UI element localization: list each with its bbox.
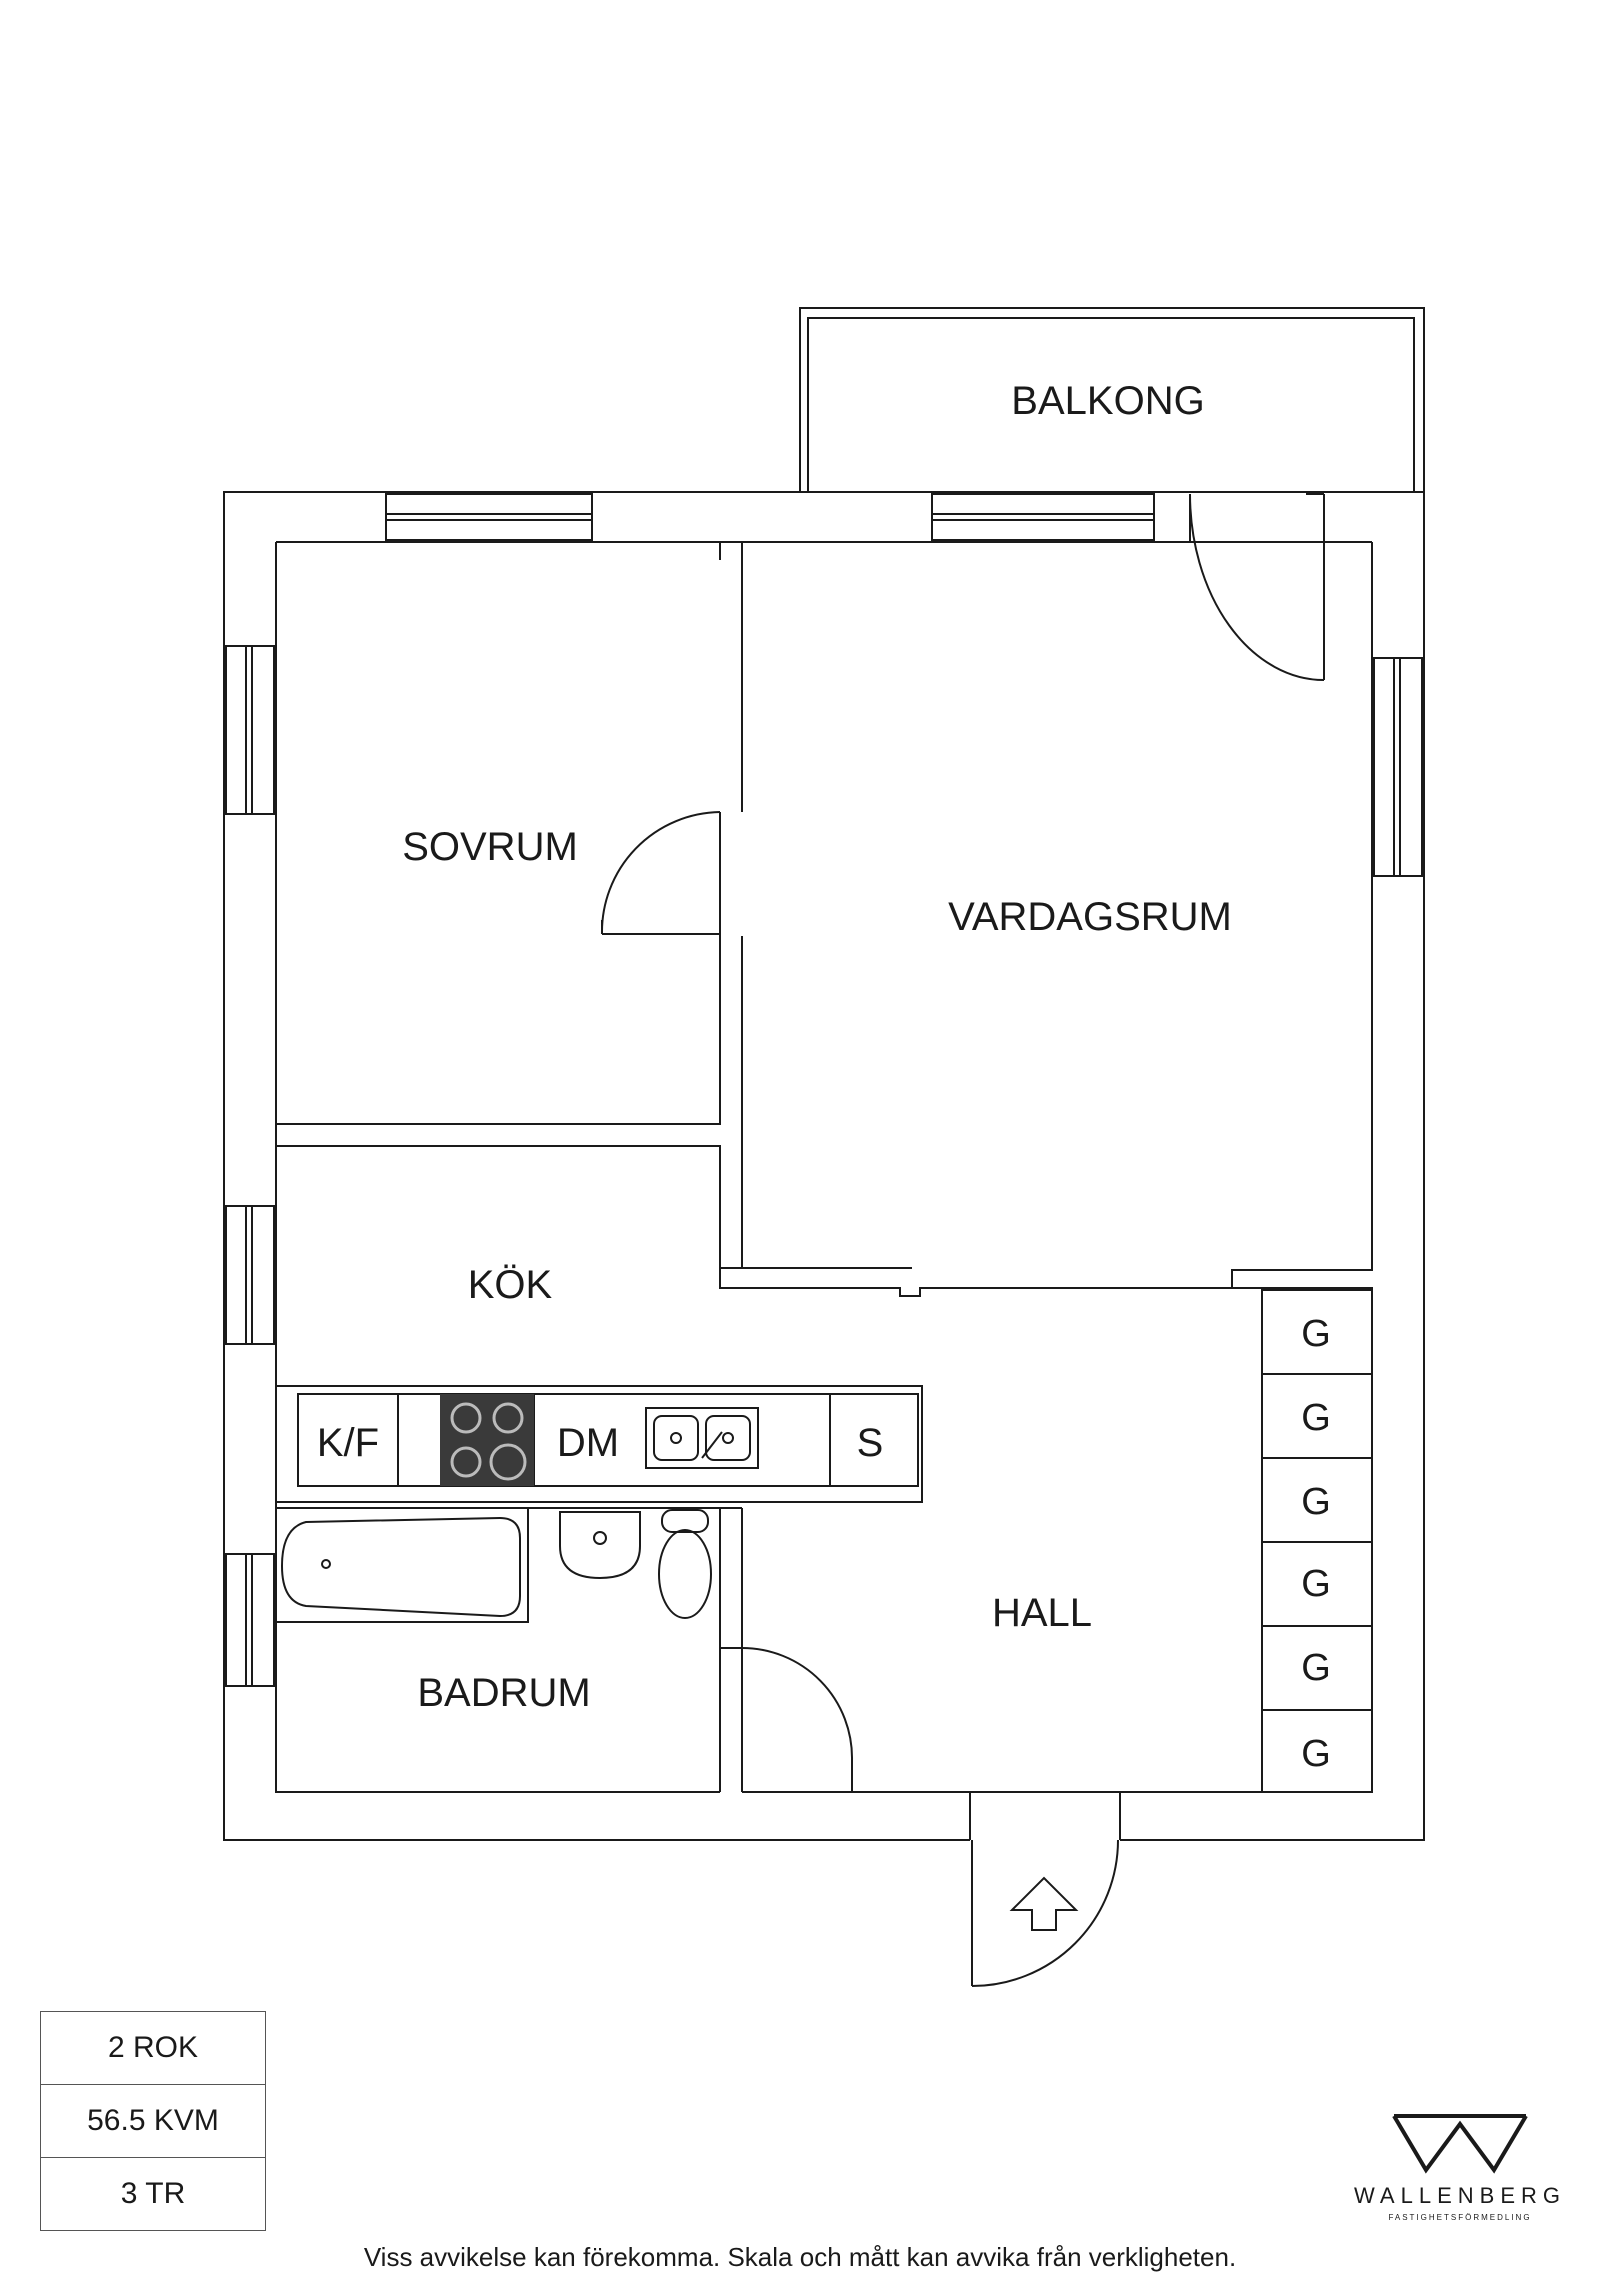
door-swings [600,493,1325,1987]
balcony-outline [799,307,1425,492]
disclaimer-text: Viss avvikelse kan förekomma. Skala och … [363,2242,1237,2272]
room-label-bedroom: SOVRUM [402,825,578,869]
kitchen-sink [645,1407,759,1469]
brand-name: WALLENBERG [1353,2183,1566,2208]
wardrobe-label: G [1301,1397,1331,1439]
bathroom-walls [276,1507,743,1648]
fridge-freezer-label: K/F [317,1421,379,1465]
dishwasher-label: DM [557,1421,619,1465]
wardrobe-column [1261,1289,1373,1793]
wallenberg-w-logo-icon [1392,2114,1528,2174]
wardrobe-label: G [1301,1733,1331,1775]
kitchen-walls [276,1145,1232,1297]
bedroom-walls [276,542,743,1269]
bathtub [275,1507,529,1623]
room-label-hall: HALL [992,1591,1092,1635]
info-floor: 3 TR [41,2157,265,2230]
stove-icon [440,1394,534,1486]
outer-wall [223,491,1425,1841]
wardrobe-label: G [1301,1563,1331,1605]
room-label-living: VARDAGSRUM [948,895,1232,939]
toilet [658,1509,712,1619]
wardrobe-label: G [1301,1647,1331,1689]
wardrobe-label: G [1301,1313,1331,1355]
windows [225,493,1423,1687]
wardrobe-label: G [1301,1481,1331,1523]
room-label-kitchen: KÖK [468,1263,553,1307]
entrance-arrow-icon [1009,1876,1079,1931]
bathroom-sink [559,1511,641,1580]
brand-logo: WALLENBERG FASTIGHETSFÖRMEDLING [1340,2112,1580,2222]
info-area: 56.5 KVM [41,2084,265,2157]
room-label-balcony: BALKONG [1011,379,1204,423]
info-rooms: 2 ROK [107,2031,199,2064]
brand-tagline: FASTIGHETSFÖRMEDLING [1388,2213,1532,2222]
room-label-bathroom: BADRUM [417,1671,590,1715]
cabinet-label: S [857,1421,884,1465]
property-info-box: 2 ROK 56.5 KVM 3 TR [40,2011,266,2231]
